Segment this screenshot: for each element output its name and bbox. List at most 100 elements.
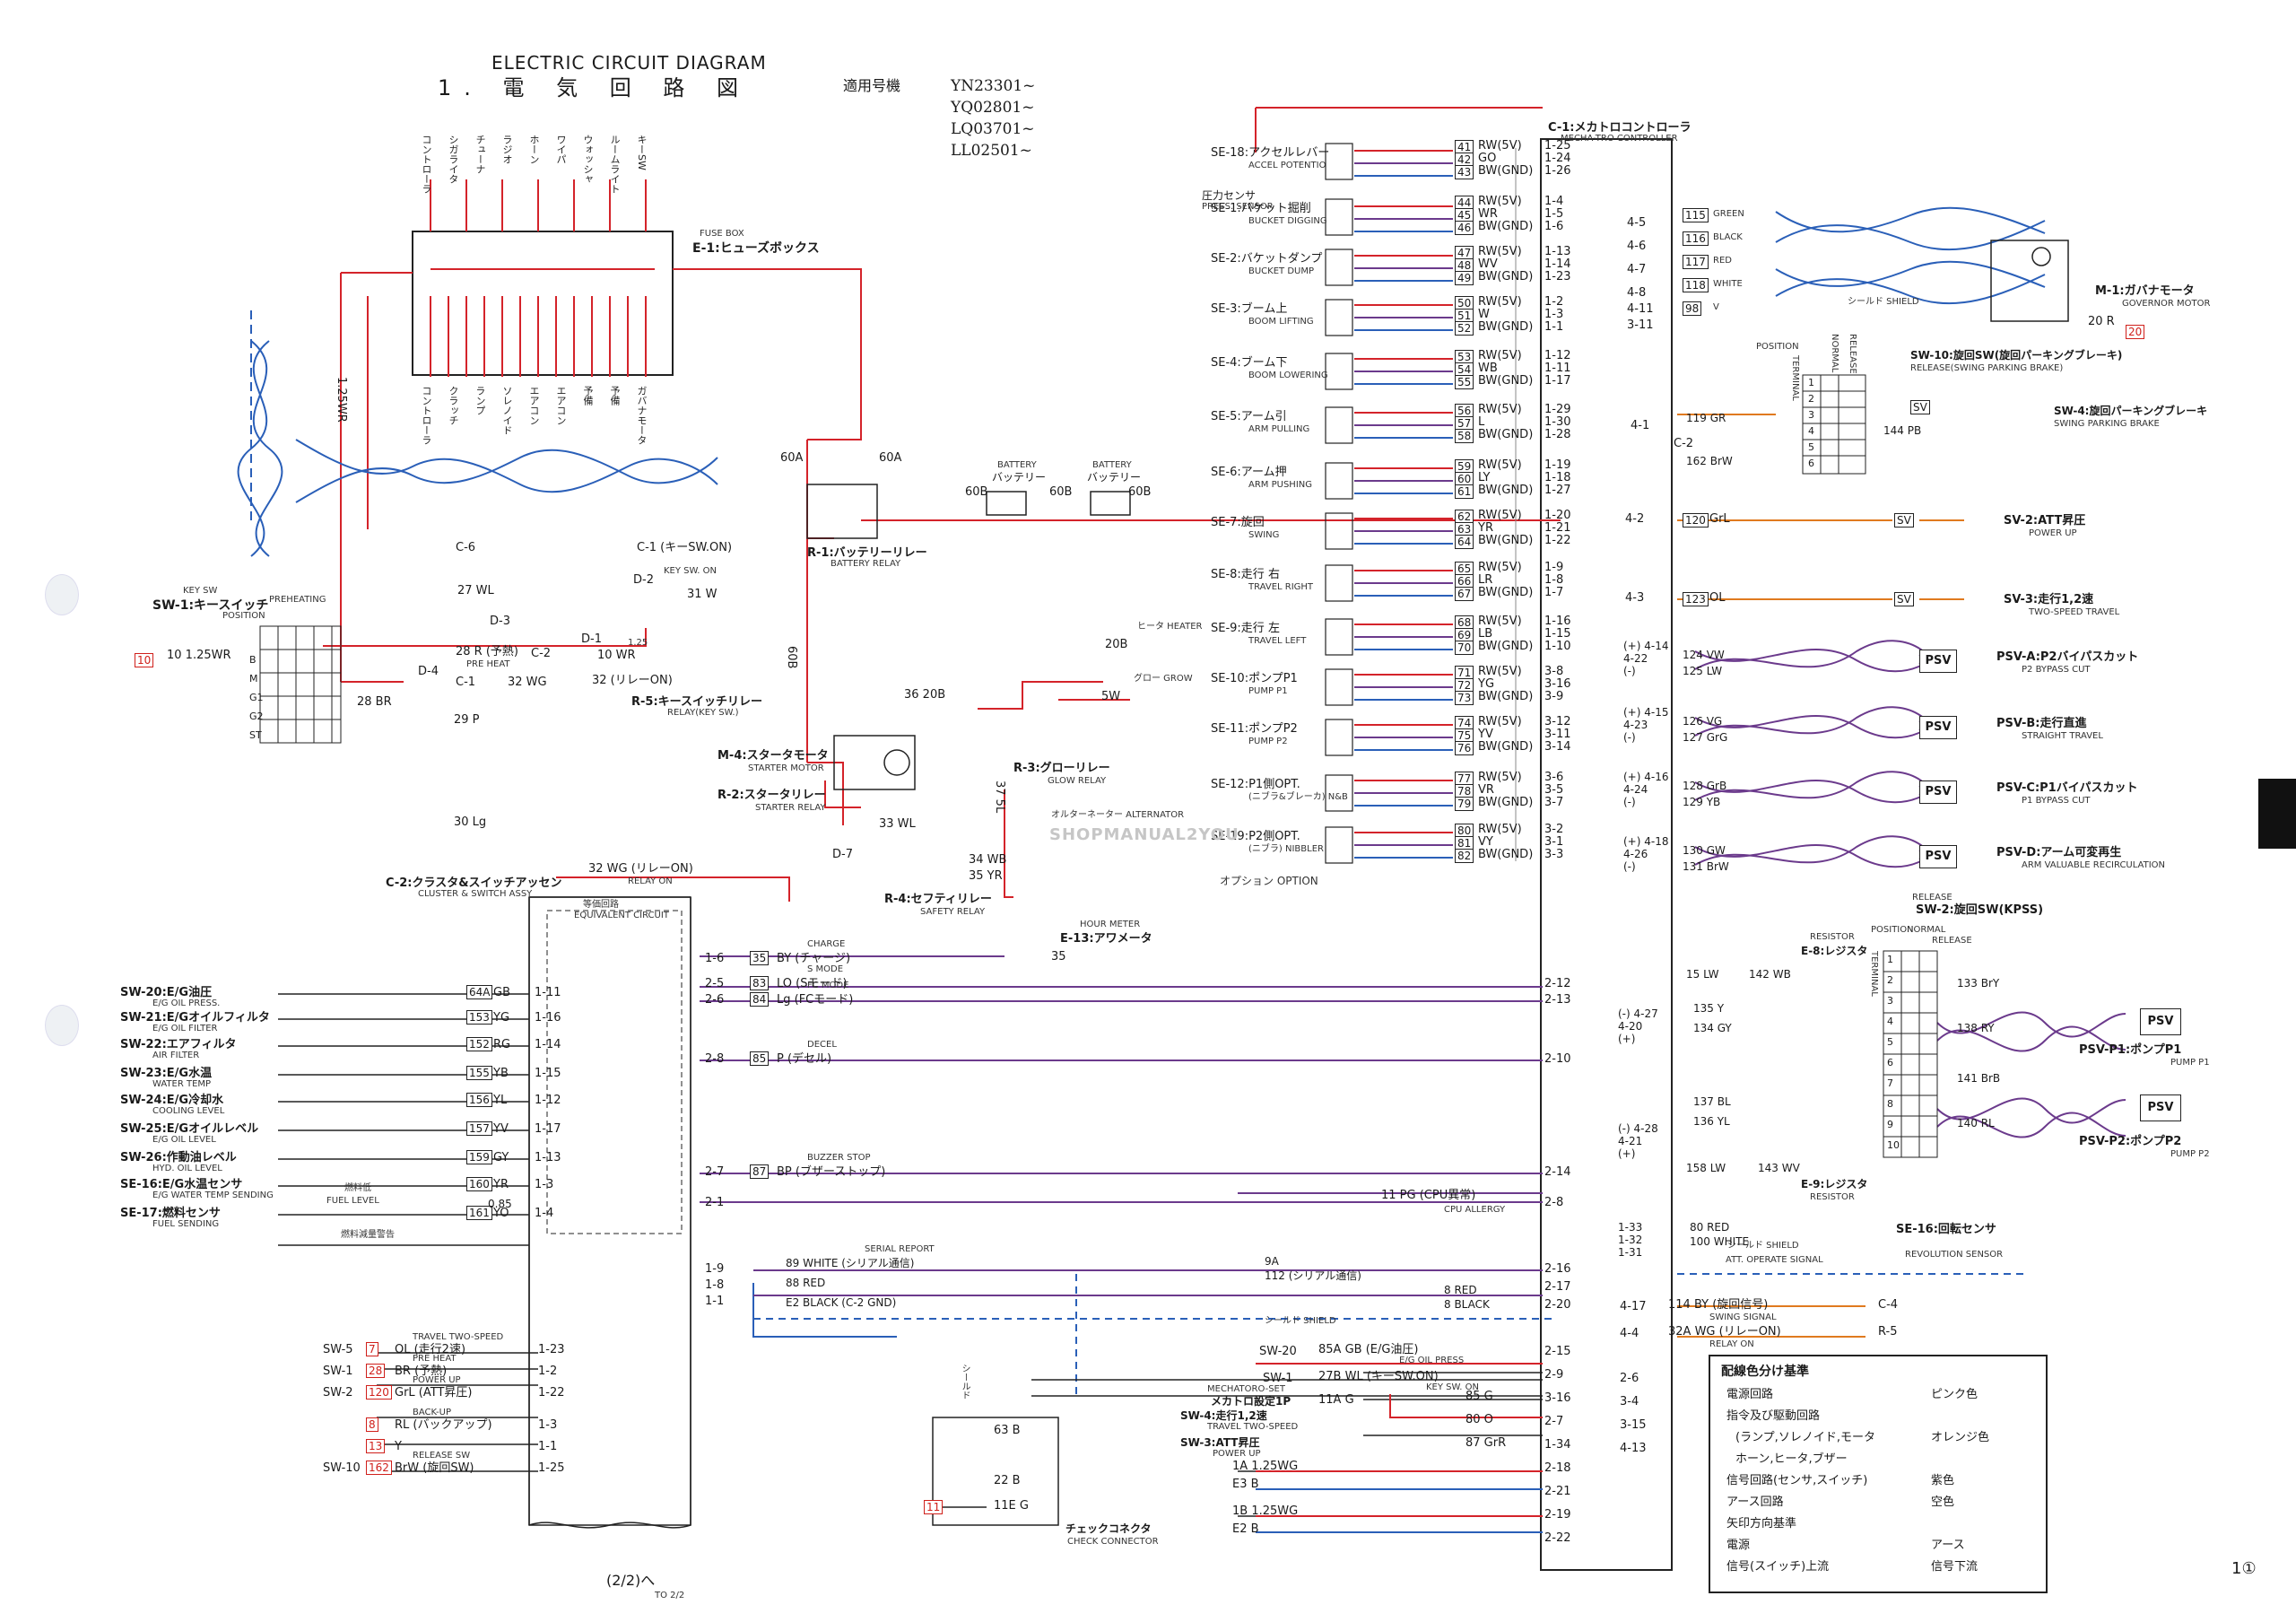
solenoid-label: SV-2:ATT昇圧	[2004, 514, 2086, 528]
psv-pin: (+) 4-15	[1623, 706, 1669, 719]
revolution-pin: 1-31	[1618, 1246, 1643, 1259]
wire-28r-sub: PRE HEAT	[466, 659, 510, 669]
page-number: 1①	[2231, 1559, 2257, 1578]
wire-number: 47	[1455, 246, 1474, 260]
fusebox-box	[412, 231, 674, 376]
psv-pin: 4-26	[1623, 848, 1648, 860]
hour-meter-label: E-13:アワメータ	[1060, 932, 1152, 946]
psv-sub: P2 BYPASS CUT	[2022, 665, 2091, 675]
key-switch-row: G1	[249, 692, 264, 703]
controller-pin: 1-24	[1544, 152, 1571, 165]
wire-number: 55	[1455, 375, 1474, 389]
legend-value: 信号下流	[1931, 1560, 1979, 1574]
controller-sub: MECHA-TRO CONTROLLER	[1561, 134, 1678, 144]
sensor-sub: TRAVEL RIGHT	[1248, 582, 1314, 592]
wire-color-code: BW(GND)	[1478, 586, 1534, 599]
cluster-pin: 2-6	[705, 993, 725, 1007]
swingbrake-terminal: TERMINAL	[1790, 355, 1800, 401]
glow-label: グロー GROW	[1134, 674, 1193, 684]
fuel-level-sub: FUEL LEVEL	[326, 1196, 379, 1206]
kpss-sw2: SW-2:旋回SW(KPSS)	[1916, 903, 2044, 917]
bottom-left-wire-no: 162	[366, 1461, 392, 1475]
battery-relay-box	[806, 484, 878, 539]
psv-sub: ARM VALUABLE RECIRCULATION	[2022, 860, 2166, 870]
wire-color-code: YR	[1478, 521, 1493, 535]
governor-pin: 4-5	[1627, 216, 1647, 230]
applicable-label: 適用号機	[843, 77, 901, 94]
wire-color-code: BW(GND)	[1478, 220, 1534, 233]
sensor-label: SE-4:ブーム下	[1211, 356, 1288, 370]
legend-value: アース	[1931, 1539, 1965, 1552]
swingbrake-position: POSITION	[1756, 342, 1799, 352]
swingbrake-wire: 144 PB	[1883, 424, 1922, 437]
safety-relay-label: R-4:セフティリレー	[884, 893, 992, 906]
kpss-row: 6	[1887, 1057, 1893, 1068]
kpss-row: 9	[1887, 1119, 1893, 1130]
engine-switch-wire-no: 153	[466, 1010, 492, 1025]
kpss-psv-box: PSV	[2140, 1008, 2181, 1035]
controller-pin: 1-10	[1544, 640, 1571, 653]
lowerright-wire: 32A WG (リレーON)	[1668, 1325, 1781, 1339]
c1-sub: KEY SW. ON	[664, 566, 717, 576]
battery-1: バッテリー	[992, 471, 1047, 484]
bm-sw1: SW-1	[1263, 1372, 1293, 1385]
wire-color-code: BW(GND)	[1478, 848, 1534, 861]
psv-label: PSV-B:走行直進	[1996, 717, 2087, 730]
wire-33wl: 33 WL	[879, 817, 916, 831]
sensor-sub: (ニブラ&ブレーカ) N&B	[1248, 792, 1348, 802]
engine-switch-pin: 1-16	[535, 1011, 561, 1025]
solenoid-pin: 4-3	[1625, 591, 1645, 605]
controller-pin: 1-3	[1544, 308, 1564, 321]
legend-value: ピンク色	[1931, 1388, 1979, 1401]
key-switch-row: ST	[249, 729, 262, 741]
solenoid-wire-no: 120	[1683, 513, 1709, 528]
engine-switch-wire-no: 160	[466, 1177, 492, 1191]
fuse-label-bottom: ガバナモータ	[636, 386, 648, 445]
cluster-pin: 2-5	[705, 977, 725, 990]
wire-37: 37 5L	[993, 780, 1006, 814]
command-wires	[1677, 414, 1964, 1338]
cluster-signal-wires	[700, 955, 1543, 1296]
controller-pin: 1-18	[1544, 471, 1571, 484]
fuse-label-top: ホーン	[528, 135, 540, 164]
engine-switch-wire-no: 64A	[466, 985, 493, 999]
starter-relay-sub: STARTER RELAY	[755, 803, 826, 813]
key-switch-wire-28: 28 BR	[357, 695, 392, 709]
cluster-sub: CLUSTER & SWITCH ASSY	[418, 889, 533, 899]
engine-switch-color: GB	[493, 986, 510, 999]
sw4-label: SW-4:旋回パーキングブレーキ	[2054, 405, 2208, 417]
d3-label: D-3	[490, 615, 510, 628]
cluster-wire-no: 84	[750, 992, 770, 1007]
title-japanese: 1. 電 気 回 路 図	[438, 75, 752, 100]
bottom-left-wire-no: 8	[366, 1417, 378, 1432]
swingbrake-row: 1	[1808, 377, 1814, 388]
kpss-psv-box: PSV	[2140, 1094, 2181, 1121]
wire-1-25: 1.25	[628, 638, 648, 648]
sensor-label: SE-19:P2側OPT.	[1211, 830, 1300, 843]
psv-twisted-pairs	[1694, 640, 2126, 1138]
controller-pin: 1-12	[1544, 349, 1571, 362]
engine-switch-label: SE-17:燃料センサ	[120, 1207, 221, 1220]
solenoid-sv: SV	[1894, 513, 1914, 528]
kpss-wire: 136 YL	[1693, 1115, 1730, 1128]
controller-pin: 1-13	[1544, 245, 1571, 258]
engine-switch-pin: 1-11	[535, 986, 561, 999]
engine-switch-sub: COOLING LEVEL	[152, 1106, 225, 1116]
psv-wire: 127 GrG	[1683, 731, 1728, 744]
kpss-row: 3	[1887, 995, 1893, 1007]
bottom-mid-blue	[1256, 1488, 1543, 1533]
binder-hole-1	[45, 574, 79, 615]
lowerright-wire: 114 BY (旋回信号)	[1668, 1298, 1769, 1312]
cluster-to-pin: 2-12	[1544, 977, 1571, 990]
battery-2-en: BATTERY	[1092, 460, 1132, 470]
serial-2: YQ02801~	[951, 99, 1035, 117]
key-switch-grid	[259, 625, 342, 744]
psv-wire: 125 LW	[1683, 665, 1723, 677]
controller-pin: 3-8	[1544, 665, 1564, 678]
kpss-psv1: PSV-P1:ポンプP1	[2079, 1043, 2182, 1057]
swingbrake-c2: C-2	[1674, 437, 1694, 450]
psv-label: PSV-D:アーム可変再生	[1996, 846, 2122, 859]
psv-label: PSV-C:P1バイパスカット	[1996, 781, 2138, 795]
cluster-relay-on: 32 WG (リレーON)	[588, 862, 693, 876]
psv-pin: 4-23	[1623, 719, 1648, 731]
